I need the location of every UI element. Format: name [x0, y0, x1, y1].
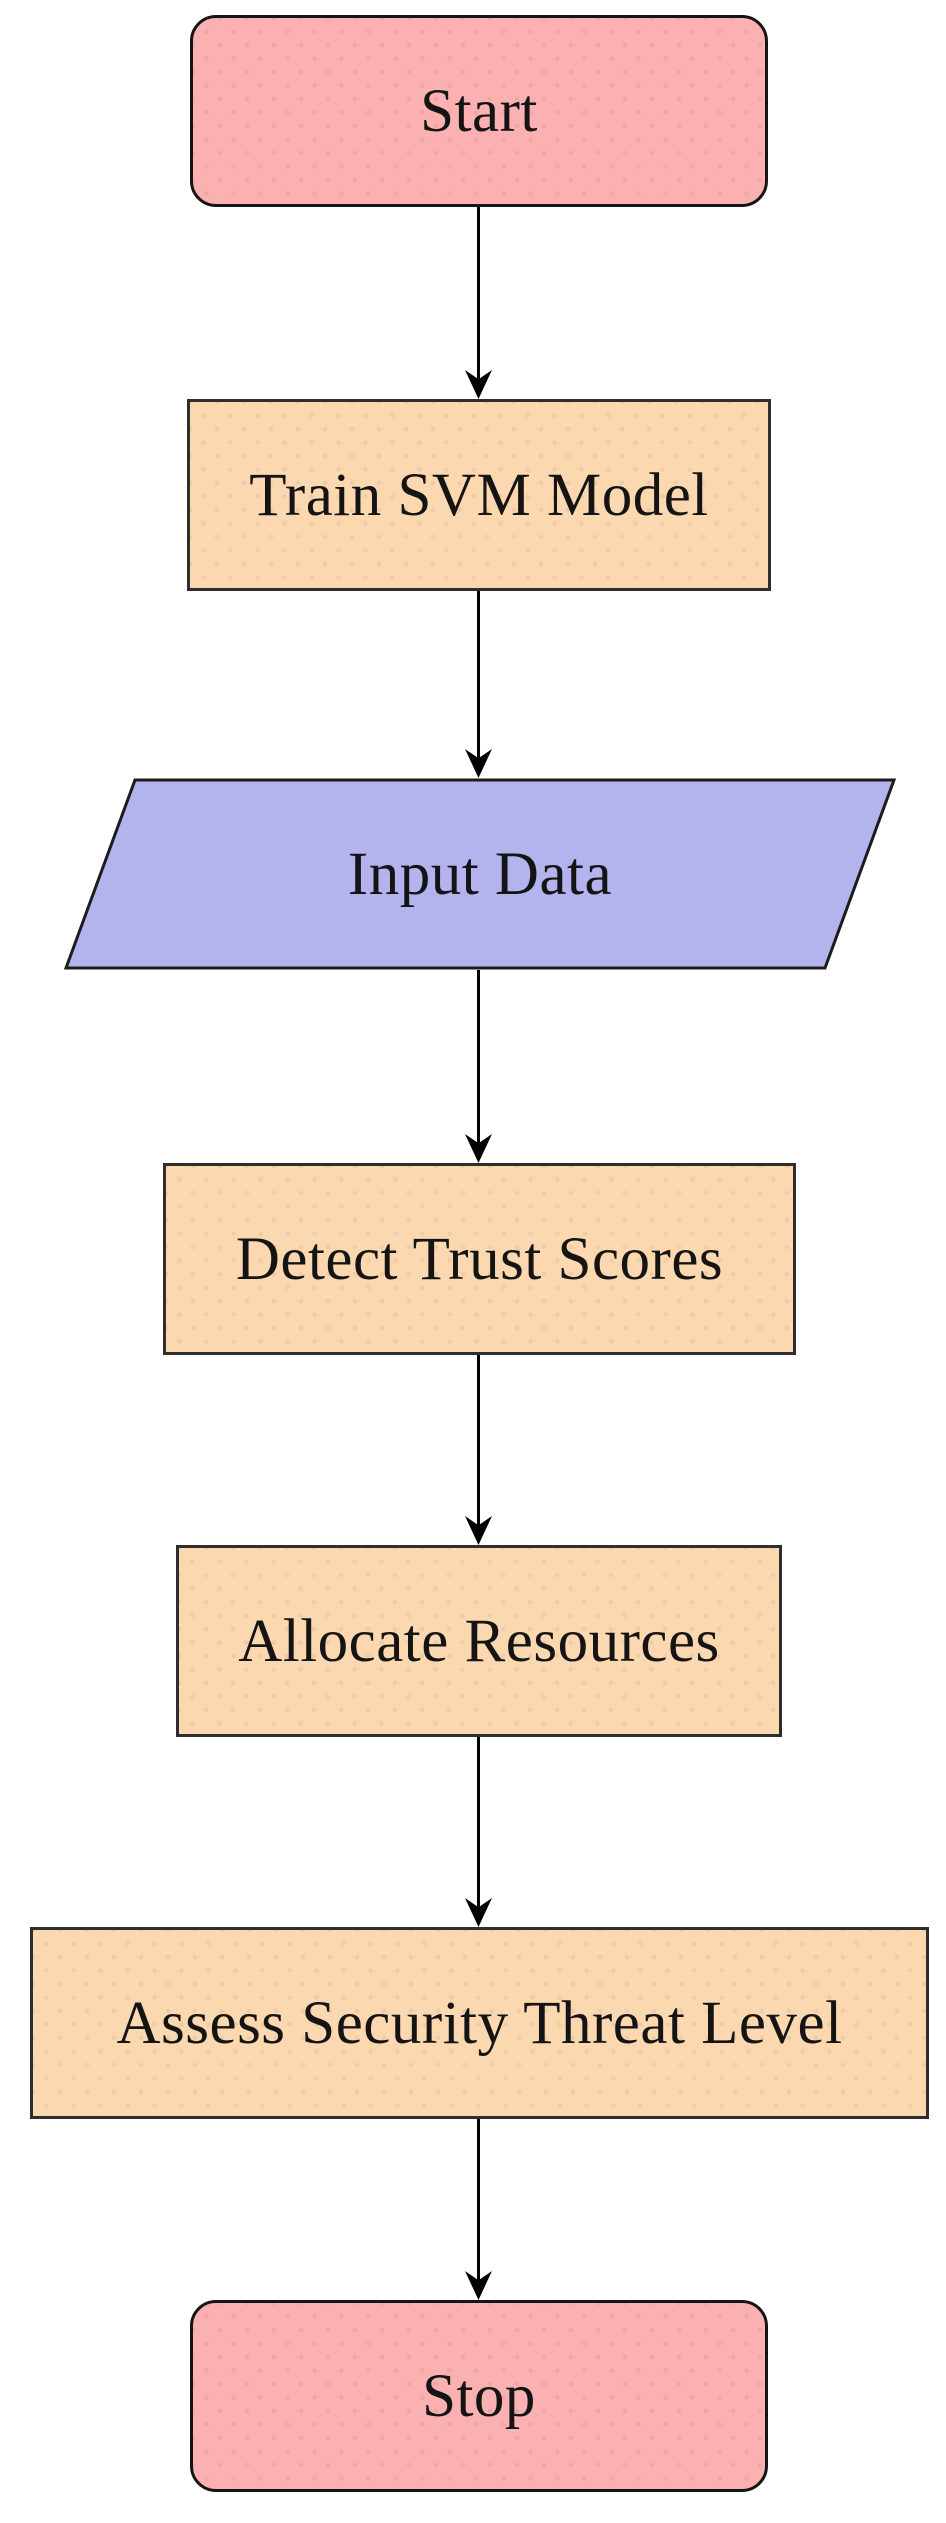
node-stop: Stop	[190, 2300, 768, 2492]
arrow-line	[477, 1355, 480, 1530]
node-detect-trust-scores-label: Detect Trust Scores	[235, 1225, 724, 1293]
node-start-label: Start	[420, 77, 538, 145]
node-assess-security-threat-level: Assess Security Threat Level	[30, 1927, 929, 2119]
node-stop-label: Stop	[422, 2362, 536, 2430]
node-assess-security-threat-level-label: Assess Security Threat Level	[116, 1989, 843, 2057]
node-input-data-label: Input Data	[347, 840, 613, 908]
arrow-line	[477, 591, 480, 763]
parallelogram-shape	[64, 778, 896, 970]
arrow-line	[477, 1737, 480, 1912]
node-train-svm-model-label: Train SVM Model	[249, 461, 709, 529]
node-allocate-resources: Allocate Resources	[176, 1545, 782, 1737]
arrow-line	[477, 2119, 480, 2285]
node-train-svm-model: Train SVM Model	[187, 399, 771, 591]
node-detect-trust-scores: Detect Trust Scores	[163, 1163, 796, 1355]
arrow-line	[477, 970, 480, 1148]
node-input-data: Input Data	[64, 778, 896, 970]
arrow-line	[477, 207, 480, 384]
node-allocate-resources-label: Allocate Resources	[238, 1607, 720, 1675]
node-start: Start	[190, 15, 768, 207]
